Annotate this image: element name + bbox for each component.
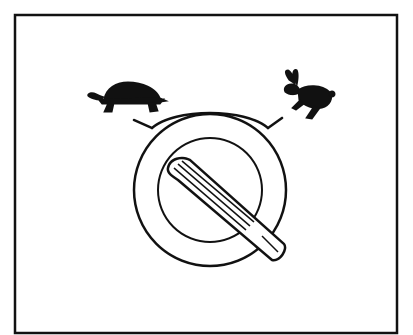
fast-tick (268, 118, 282, 128)
knob-pointer[interactable] (168, 158, 285, 260)
rabbit-icon (284, 69, 335, 119)
slow-tick (134, 120, 152, 128)
turtle-icon (88, 82, 167, 112)
